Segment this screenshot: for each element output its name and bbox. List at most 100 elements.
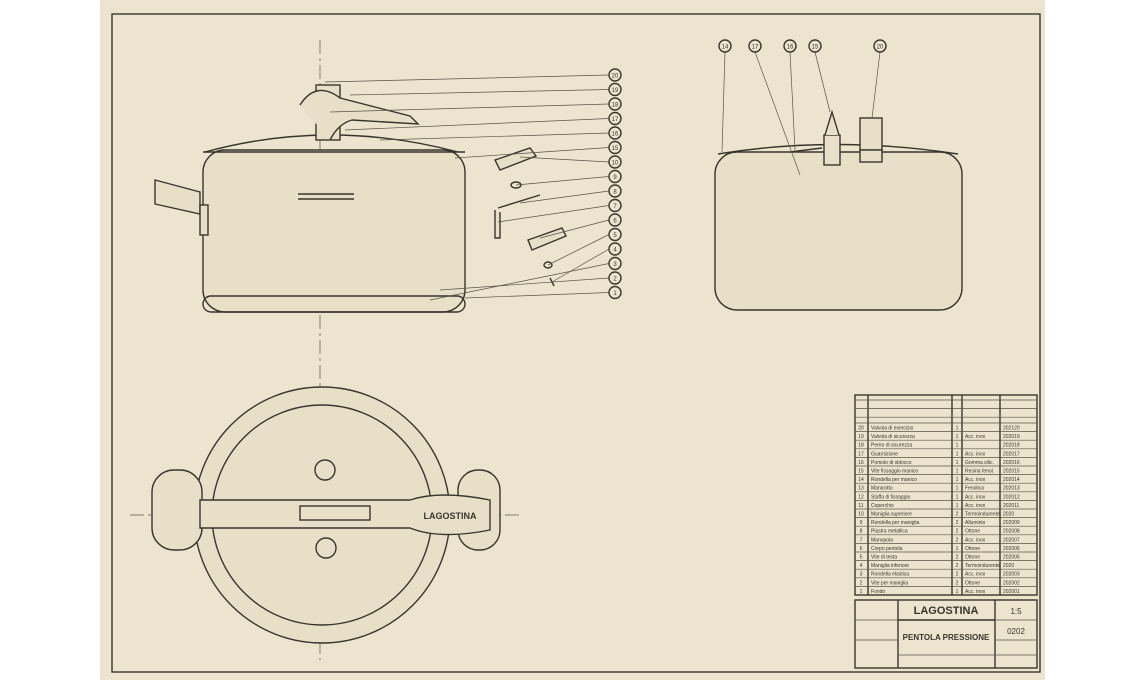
callout: 16	[783, 39, 797, 151]
callout-number: 15	[612, 146, 619, 152]
parts-cell-material: Acc. inox	[965, 537, 986, 543]
parts-cell-material: Acc. inox	[965, 434, 986, 440]
parts-cell-name: Vite per maniglia	[871, 580, 908, 586]
top-handle-bar	[199, 494, 491, 536]
callout-number: 17	[612, 117, 619, 123]
callout: 20	[871, 39, 887, 119]
callout-number: 5	[613, 233, 617, 239]
callout-number: 8	[613, 190, 617, 196]
parts-cell-qty: 1	[956, 469, 959, 475]
parts-cell-code: 202012	[1003, 494, 1020, 500]
callout: 2	[439, 271, 622, 291]
parts-cell-n: 6	[860, 546, 863, 552]
parts-cell-material: Acc. inox	[965, 451, 986, 457]
parts-cell-n: 2	[860, 580, 863, 586]
parts-cell-material: Resina fenol.	[965, 469, 994, 475]
parts-cell-material: Alluminio	[965, 520, 986, 526]
callout-number: 3	[613, 262, 617, 268]
parts-cell-code: 2020	[1003, 512, 1014, 518]
parts-cell-name: Rondella elastica	[871, 572, 909, 578]
parts-cell-name: Maniglia inferiore	[871, 563, 909, 569]
parts-cell-n: 16	[858, 460, 864, 466]
parts-cell-code: 202008	[1003, 529, 1020, 535]
parts-cell-code: 202003	[1003, 572, 1020, 578]
parts-cell-n: 19	[858, 434, 864, 440]
parts-cell-name: Perno di sicurezza	[871, 443, 912, 449]
callout: 16	[379, 126, 622, 141]
callout-number: 9	[613, 175, 617, 181]
parts-cell-code: 202017	[1003, 451, 1020, 457]
parts-cell-name: Corpo pentola	[871, 546, 903, 552]
operating-valve	[823, 134, 841, 166]
pot-top-view: LAGOSTINA	[151, 386, 501, 644]
callout: 9	[515, 169, 622, 186]
sheet-border	[111, 13, 1041, 673]
callout-number: 20	[877, 45, 884, 51]
side-handle-left-top	[151, 469, 203, 551]
parts-cell-material: Ottone	[965, 555, 980, 561]
parts-cell-name: Manopola	[871, 537, 893, 543]
valve-top	[314, 459, 336, 481]
parts-cell-code: 202002	[1003, 580, 1020, 586]
parts-cell-code: 202009	[1003, 520, 1020, 526]
parts-cell-material: Ottone	[965, 529, 980, 535]
parts-cell-qty: 2	[956, 555, 959, 561]
parts-cell-n: 7	[860, 537, 863, 543]
callout-number: 10	[612, 161, 619, 167]
parts-cell-qty: 1	[956, 477, 959, 483]
parts-cell-code: 202018	[1003, 443, 1020, 449]
parts-cell-name: Vite di testa	[871, 555, 897, 561]
parts-cell-material: Ottone	[965, 546, 980, 552]
parts-cell-code: 202015	[1003, 469, 1020, 475]
parts-cell-material: Acc. inox	[965, 494, 986, 500]
parts-cell-name: Fondo	[871, 589, 885, 595]
callout-number: 2	[613, 277, 617, 283]
callout: 17	[748, 39, 801, 176]
callout: 7	[497, 198, 622, 223]
parts-cell-material: Fenolica	[965, 486, 984, 492]
pot-side-view	[154, 84, 466, 313]
safety-valve	[859, 117, 883, 151]
parts-cell-n: 1	[860, 589, 863, 595]
callout: 10	[519, 155, 622, 169]
parts-cell-qty: 2	[956, 580, 959, 586]
parts-cell-n: 10	[858, 512, 864, 518]
parts-cell-name: Piastra metallica	[871, 529, 908, 535]
parts-cell-material: Termoindurente	[965, 563, 1000, 569]
parts-cell-qty: 1	[956, 443, 959, 449]
callout-number: 16	[612, 132, 619, 138]
parts-cell-qty: 1	[956, 503, 959, 509]
parts-cell-qty: 1	[956, 546, 959, 552]
callout: 19	[349, 82, 622, 97]
callout: 8	[519, 184, 622, 204]
parts-cell-code: 202005	[1003, 555, 1020, 561]
parts-cell-code: 202019	[1003, 434, 1020, 440]
parts-cell-code: 202014	[1003, 477, 1020, 483]
callout-number: 6	[613, 219, 617, 225]
parts-cell-name: Coperchio	[871, 503, 894, 509]
callout-number: 17	[752, 45, 759, 51]
parts-cell-qty: 2	[956, 512, 959, 518]
callout: 3	[429, 256, 622, 301]
parts-cell-name: Valvola di sicurezza	[871, 434, 915, 440]
parts-cell-name: Maniglia superiore	[871, 512, 912, 518]
parts-cell-material: Gomma silic.	[965, 460, 994, 466]
callout-number: 7	[613, 204, 617, 210]
